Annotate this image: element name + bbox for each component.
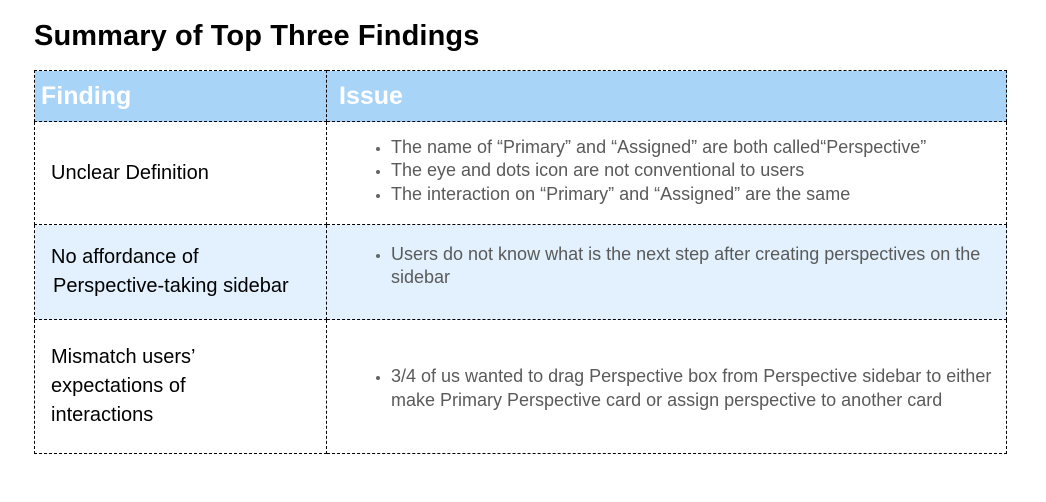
table-row: Unclear Definition The name of “Primary”… [34,121,1007,225]
page-title: Summary of Top Three Findings [34,20,480,52]
finding-text: Perspective-taking sidebar [53,275,289,297]
finding-cell: Mismatch users’ expectations of interact… [34,319,327,454]
issue-item: Users do not know what is the next step … [391,243,1000,290]
table-row: No affordance of Perspective-taking side… [34,224,1007,320]
finding-text: Unclear Definition [51,161,209,184]
findings-table: Finding Issue Unclear Definition The nam… [34,70,1007,454]
finding-text: Mismatch users’ [51,346,196,368]
issue-cell: 3/4 of us wanted to drag Perspective box… [326,319,1007,454]
finding-text: expectations of [51,375,186,397]
column-header-issue: Issue [326,70,1007,122]
column-header-finding: Finding [34,70,327,122]
issue-cell: The name of “Primary” and “Assigned” are… [326,121,1007,225]
issue-item: 3/4 of us wanted to drag Perspective box… [391,365,1000,412]
finding-text: interactions [51,404,154,426]
finding-cell: Unclear Definition [34,121,327,225]
issue-item: The eye and dots icon are not convention… [391,159,1000,183]
table-row: Mismatch users’ expectations of interact… [34,319,1007,454]
issue-item: The interaction on “Primary” and “Assign… [391,183,1000,207]
finding-cell: No affordance of Perspective-taking side… [34,224,327,320]
issue-item: The name of “Primary” and “Assigned” are… [391,136,1000,160]
issue-cell: Users do not know what is the next step … [326,224,1007,320]
issue-list: 3/4 of us wanted to drag Perspective box… [365,365,1000,412]
issue-list: The name of “Primary” and “Assigned” are… [365,136,1000,207]
table-header-row: Finding Issue [34,70,1007,122]
finding-text: No affordance of [51,246,199,268]
issue-list: Users do not know what is the next step … [365,243,1000,290]
